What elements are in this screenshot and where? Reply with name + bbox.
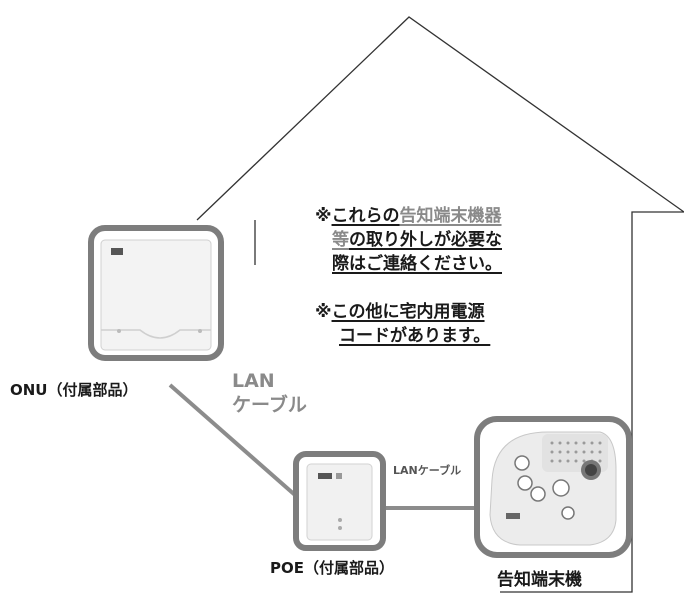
note-power-cord: ※この他に宅内用電源 コードがあります。 bbox=[315, 300, 490, 348]
note-mark: ※ bbox=[315, 302, 332, 322]
onu-label: ONU（付属部品） bbox=[10, 381, 138, 399]
note-mark: ※ bbox=[315, 206, 332, 226]
lan-cable-label-small: LANケーブル bbox=[393, 464, 462, 477]
onu-device-icon bbox=[88, 225, 224, 361]
note-power-line1: この他に宅内用電源 bbox=[331, 302, 485, 322]
poe-label: POE（付属部品） bbox=[270, 559, 394, 577]
announcement-terminal-icon bbox=[474, 416, 632, 558]
note-removal-line3: 際はご連絡ください。 bbox=[332, 254, 502, 274]
house-outline bbox=[196, 16, 684, 593]
note-removal: ※これらの告知端末機器 等の取り外しが必要な 際はご連絡ください。 bbox=[315, 204, 502, 276]
note-removal-line1b: 告知端末機器 bbox=[399, 206, 502, 226]
note-removal-line1a: これらの bbox=[331, 206, 400, 226]
note-power-line2: コードがあります。 bbox=[339, 326, 491, 346]
lan-cable-onu-poe bbox=[168, 383, 297, 497]
lan-cable-label-line2: ケーブル bbox=[232, 394, 307, 416]
lan-cable-label-large: LAN ケーブル bbox=[232, 369, 307, 417]
note-removal-line2a: 等 bbox=[332, 230, 349, 250]
terminal-label: 告知端末機 bbox=[497, 570, 582, 590]
note-removal-line2b: の取り外しが必要な bbox=[349, 230, 502, 250]
lan-cable-label-line1: LAN bbox=[232, 370, 275, 392]
poe-adapter-icon bbox=[293, 451, 386, 551]
